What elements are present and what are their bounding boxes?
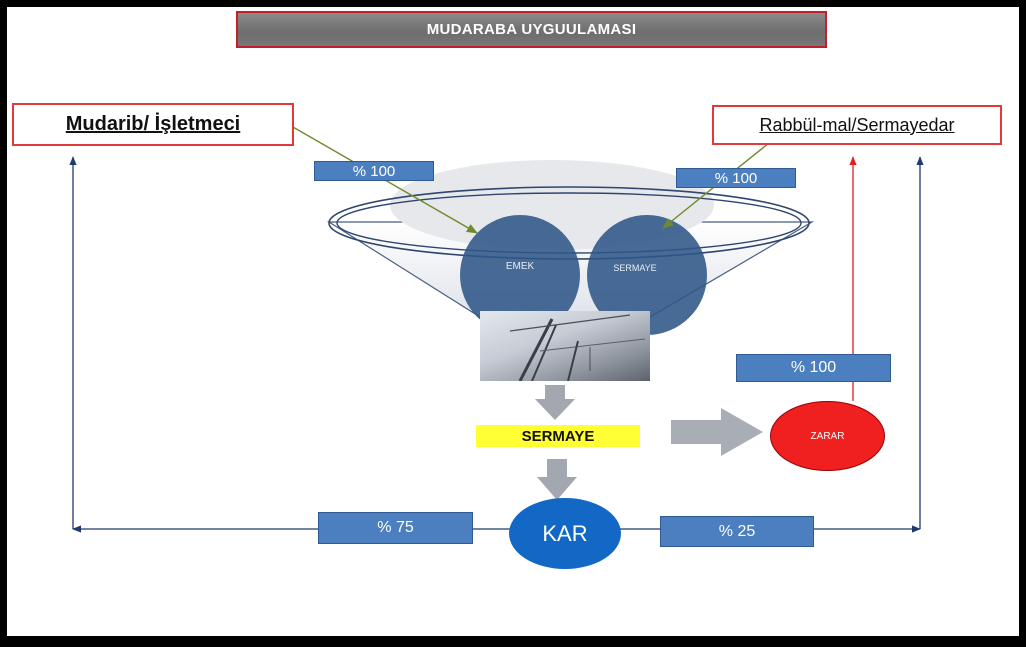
capital-circle <box>587 215 707 335</box>
mudarib-profit-badge: % 75 <box>318 512 473 544</box>
loss-share-badge: % 100 <box>736 354 891 382</box>
down-arrow-to-sermaye <box>535 385 575 420</box>
crane-icon <box>509 314 646 381</box>
diagram-graphics <box>69 126 924 533</box>
labor-label: EMEK <box>505 261 535 272</box>
rabbul-mal-label: Rabbül-mal/Sermayedar <box>712 105 1002 145</box>
capital-label: SERMAYE <box>613 263 657 273</box>
right-arrow-to-zarar <box>671 408 763 456</box>
labor-share-badge: % 100 <box>314 161 434 181</box>
construction-crane-photo <box>480 311 650 381</box>
profit-circle: KAR <box>509 498 621 569</box>
capital-share-badge: % 100 <box>676 168 796 188</box>
rabbul-mal-profit-badge: % 25 <box>660 516 814 547</box>
down-arrow-to-kar <box>537 459 577 500</box>
capital-result-label: SERMAYE <box>476 425 640 447</box>
loss-circle: ZARAR <box>770 401 885 471</box>
diagram-title: MUDARABA UYGUULAMASI <box>236 11 827 48</box>
diagram-canvas: MUDARABA UYGUULAMASI Mudarib/ İşletmeci … <box>7 7 1019 636</box>
mudarib-label: Mudarib/ İşletmeci <box>12 103 294 146</box>
labor-circle <box>460 215 580 335</box>
